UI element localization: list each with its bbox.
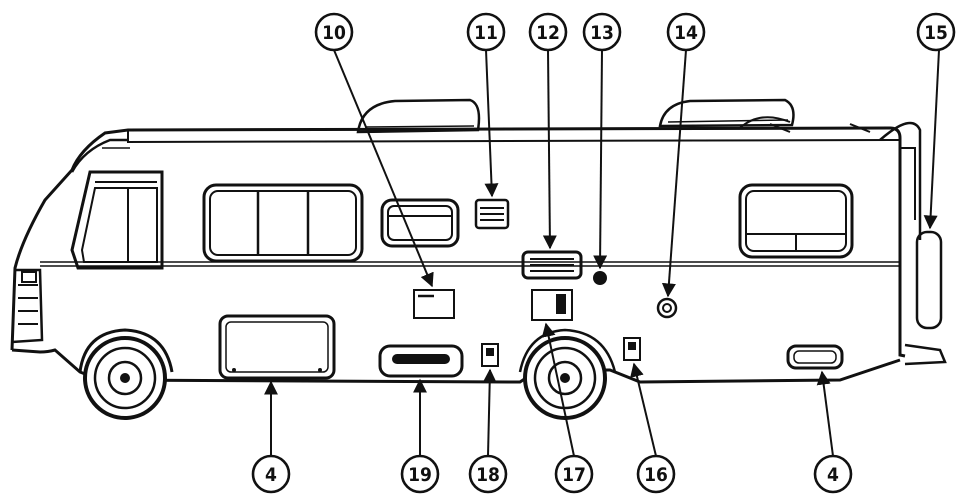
callout-14-label: 14 <box>674 22 698 44</box>
callout-18-label: 18 <box>476 464 500 486</box>
callout-4-rear: 4 <box>813 454 853 494</box>
callout-14: 14 <box>666 12 706 52</box>
small-window <box>380 198 460 248</box>
callout-19-label: 19 <box>408 464 432 486</box>
callout-17: 17 <box>554 454 594 494</box>
fill-14 <box>656 297 678 319</box>
door-18 <box>481 343 499 367</box>
callout-13: 13 <box>582 12 622 52</box>
tank-15 <box>915 230 943 330</box>
rear-ladder <box>879 121 922 240</box>
callout-11: 11 <box>466 12 506 52</box>
callout-15: 15 <box>916 12 956 52</box>
leader-lines <box>264 49 940 457</box>
callout-18: 18 <box>468 454 508 494</box>
windshield <box>70 170 164 270</box>
side-windows <box>202 183 854 263</box>
callout-12-label: 12 <box>536 22 560 44</box>
panel-17 <box>531 289 573 321</box>
main-side-window <box>202 183 364 263</box>
vent-11 <box>474 198 510 230</box>
roof-ac-unit-front <box>356 98 481 134</box>
callout-10: 10 <box>314 12 354 52</box>
callout-19: 19 <box>400 454 440 494</box>
vent-12 <box>521 250 583 280</box>
rv-body <box>10 98 922 384</box>
port-13 <box>593 271 607 285</box>
callout-11-label: 11 <box>474 22 498 44</box>
side-components <box>218 198 947 380</box>
callout-15-label: 15 <box>924 22 948 44</box>
callout-12: 12 <box>528 12 568 52</box>
callout-13-label: 13 <box>590 22 614 44</box>
compartment-4-rear <box>786 344 844 370</box>
front-grille <box>11 268 44 344</box>
callout-4-front-label: 4 <box>265 464 277 486</box>
plate-10 <box>413 289 455 319</box>
callout-4-rear-label: 4 <box>827 464 839 486</box>
callout-4-front: 4 <box>251 454 291 494</box>
callout-16: 16 <box>636 454 676 494</box>
callouts: 10 11 12 13 14 15 4 19 <box>251 12 956 494</box>
headlight <box>21 271 37 283</box>
callout-16-label: 16 <box>644 464 668 486</box>
wheels <box>78 328 617 420</box>
roof-ac-unit-rear <box>658 98 795 128</box>
door-16 <box>623 337 641 361</box>
compartment-4-front <box>218 314 336 380</box>
callout-17-label: 17 <box>562 464 586 486</box>
grille-19 <box>378 344 464 378</box>
rear-hitch <box>904 343 947 366</box>
callout-10-label: 10 <box>322 22 346 44</box>
rear-side-window <box>738 183 854 259</box>
